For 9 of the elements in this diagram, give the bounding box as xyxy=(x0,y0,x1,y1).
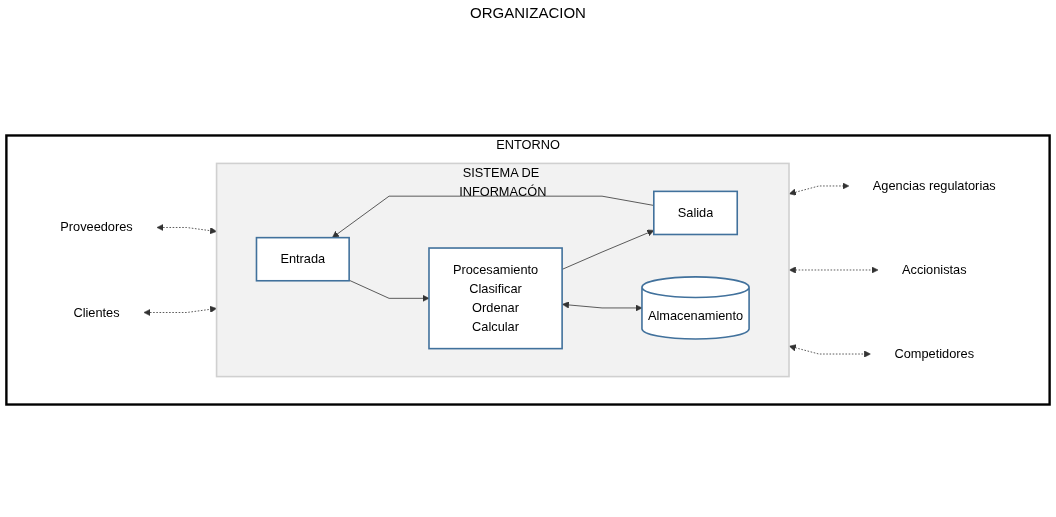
node-text: Clientes xyxy=(73,305,120,319)
node-box: Entrada xyxy=(255,236,350,282)
node-text: Agencias regulatorias xyxy=(872,178,996,193)
heading-text: ORGANIZACION xyxy=(470,4,586,21)
node-box: Salida xyxy=(653,190,739,236)
node-box: Procesamiento Clasificar Ordenar Calcular xyxy=(428,247,563,350)
node-text: Proveedores xyxy=(60,220,133,234)
node-text: Accionistas xyxy=(901,262,967,277)
node-text: Competidores xyxy=(894,346,975,361)
